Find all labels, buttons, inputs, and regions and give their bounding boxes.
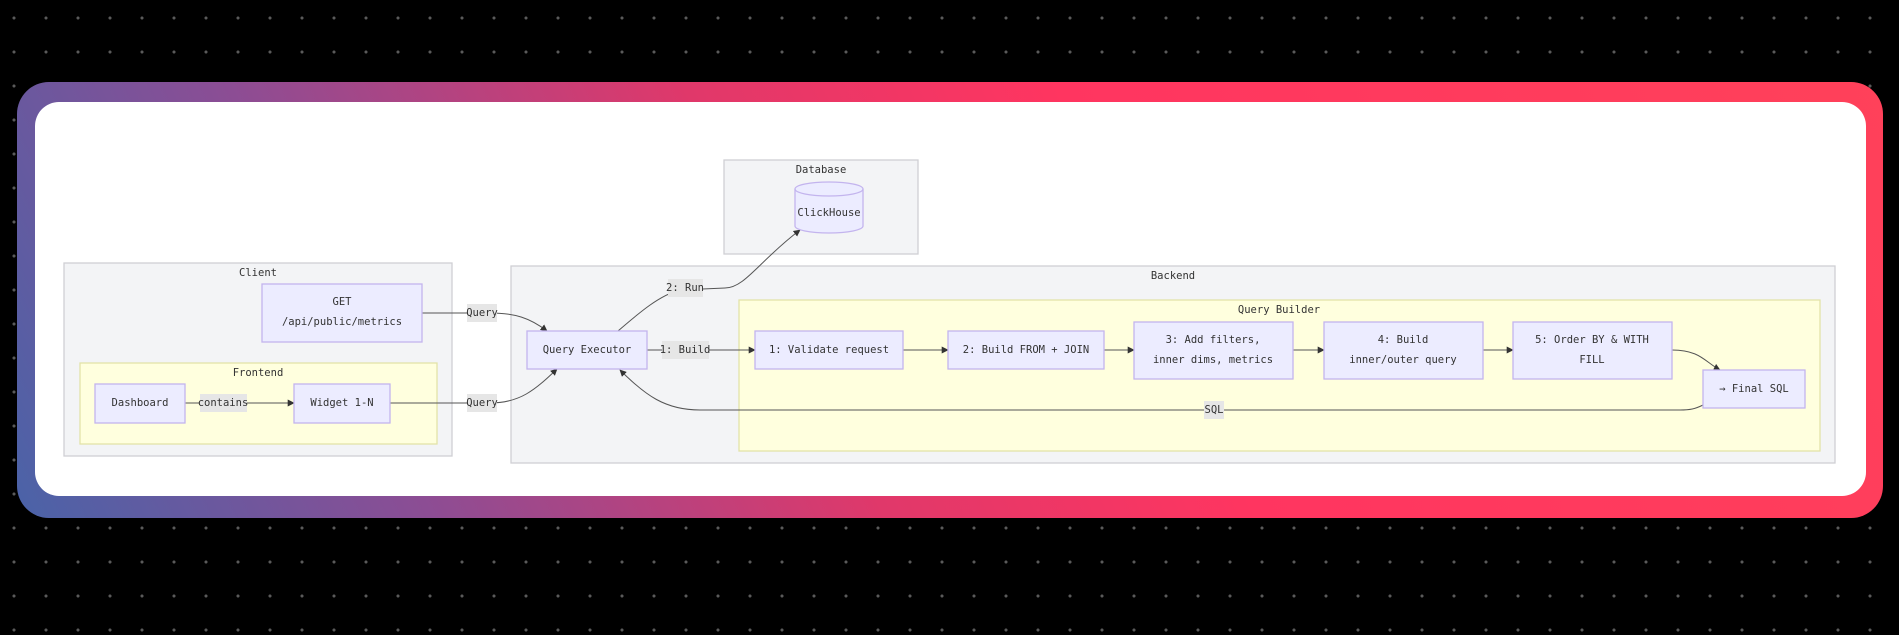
svg-text:Query: Query (466, 397, 498, 409)
node-step1-validate[interactable]: 1: Validate request (754, 330, 904, 370)
node-query-executor[interactable]: Query Executor (526, 330, 648, 370)
svg-text:/api/public/metrics: /api/public/metrics (282, 316, 402, 328)
node-dashboard[interactable]: Dashboard (94, 383, 186, 424)
edge-executor-to-clickhouse (617, 229, 801, 332)
svg-text:SQL: SQL (1205, 404, 1224, 416)
svg-text:2: Run: 2: Run (666, 282, 704, 294)
edge-label-query-get: Query (466, 304, 498, 322)
edge-final-to-executor (619, 369, 1704, 411)
edge-step5-to-final (1671, 349, 1721, 371)
node-get-endpoint[interactable]: GET /api/public/metrics (261, 283, 423, 343)
node-step5-order-fill[interactable]: 5: Order BY & WITH FILL (1512, 321, 1673, 380)
svg-text:inner dims, metrics: inner dims, metrics (1153, 354, 1273, 366)
svg-text:1: Validate request: 1: Validate request (769, 344, 889, 356)
edge-label-query-widget: Query (466, 394, 498, 412)
svg-text:FILL: FILL (1579, 354, 1604, 366)
edge-label-contains: contains (198, 394, 249, 412)
svg-text:Dashboard: Dashboard (112, 397, 169, 409)
svg-text:1: Build: 1: Build (660, 344, 711, 356)
svg-text:Widget 1-N: Widget 1-N (310, 397, 373, 409)
node-widget[interactable]: Widget 1-N (293, 383, 391, 424)
svg-text:5: Order BY & WITH: 5: Order BY & WITH (1535, 334, 1649, 346)
svg-text:inner/outer query: inner/outer query (1349, 354, 1456, 366)
svg-text:2: Build FROM + JOIN: 2: Build FROM + JOIN (963, 344, 1089, 356)
cluster-client-title: Client (239, 267, 277, 279)
edge-label-run: 2: Run (666, 279, 704, 297)
svg-text:contains: contains (198, 397, 249, 409)
svg-text:Query Executor: Query Executor (543, 344, 632, 356)
svg-text:ClickHouse: ClickHouse (797, 207, 860, 219)
edge-label-build: 1: Build (660, 341, 711, 359)
node-clickhouse[interactable]: ClickHouse (794, 181, 864, 234)
cluster-database-title: Database (796, 164, 847, 176)
node-step2-from-join[interactable]: 2: Build FROM + JOIN (947, 330, 1105, 370)
cluster-backend-title: Backend (1151, 270, 1195, 282)
svg-text:4: Build: 4: Build (1378, 334, 1429, 346)
svg-text:3: Add filters,: 3: Add filters, (1166, 334, 1261, 346)
node-step3-filters[interactable]: 3: Add filters, inner dims, metrics (1133, 321, 1294, 380)
svg-text:GET: GET (333, 296, 353, 308)
node-step4-inner-outer[interactable]: 4: Build inner/outer query (1323, 321, 1484, 380)
svg-text:Query: Query (466, 307, 498, 319)
cluster-query-builder-title: Query Builder (1238, 304, 1320, 316)
svg-text:→ Final SQL: → Final SQL (1719, 383, 1789, 395)
cluster-frontend-title: Frontend (233, 367, 284, 379)
node-final-sql[interactable]: → Final SQL (1702, 369, 1806, 409)
edge-label-sql: SQL (1204, 401, 1224, 419)
